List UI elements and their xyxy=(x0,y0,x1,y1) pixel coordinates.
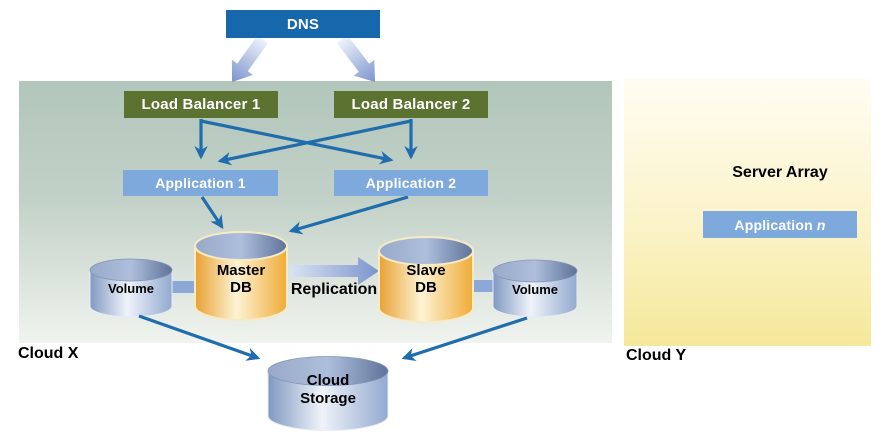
cloud-storage-line2: Storage xyxy=(300,390,356,407)
volume-left-label: Volume xyxy=(108,281,154,296)
cloud-storage-label: Cloud Storage xyxy=(268,372,388,408)
server-array-label: Server Array xyxy=(732,164,828,181)
master-db-line2: DB xyxy=(230,279,252,296)
slave-db-line2: DB xyxy=(415,279,437,296)
replication-label: Replication xyxy=(290,281,378,298)
volume-left-connector xyxy=(166,281,202,293)
replication-arrow xyxy=(290,257,379,285)
master-db-line1: Master xyxy=(216,262,266,279)
cloud-y-label: Cloud Y xyxy=(626,347,687,364)
master-db-cylinder xyxy=(194,231,288,321)
volume-right-label: Volume xyxy=(512,282,558,297)
application-n-box: Application n xyxy=(703,211,857,238)
application-n-label: Application xyxy=(734,216,813,233)
load-balancer-1-box: Load Balancer 1 xyxy=(124,91,278,118)
cloud-storage-cylinder xyxy=(267,356,389,431)
volume-right-to-storage-arrow xyxy=(401,316,528,362)
dns-to-lb2-arrow xyxy=(336,35,375,82)
volume-left-cylinder xyxy=(89,258,173,318)
load-balancer-2-label: Load Balancer 2 xyxy=(351,96,471,113)
load-balancer-1-label: Load Balancer 1 xyxy=(141,96,261,113)
application-n-suffix: n xyxy=(816,216,826,233)
slave-db-line1: Slave xyxy=(406,262,446,279)
application-1-label: Application 1 xyxy=(155,175,246,191)
application-1-box: Application 1 xyxy=(123,170,278,196)
application-2-box: Application 2 xyxy=(334,170,488,196)
dns-label: DNS xyxy=(286,15,320,33)
dns-box: DNS xyxy=(226,10,380,38)
cloud-storage-line1: Cloud xyxy=(306,372,350,389)
cloud-x-label: Cloud X xyxy=(18,345,79,362)
slave-db-cylinder xyxy=(378,236,474,323)
lb2-to-app1-arrow xyxy=(217,119,412,166)
dns-to-lb1-arrow xyxy=(231,35,269,82)
master-db-label: Master DB xyxy=(195,262,287,296)
app2-to-master-db-arrow xyxy=(288,195,409,235)
volume-right-cylinder xyxy=(492,259,578,318)
lb1-to-app2-arrow xyxy=(200,119,394,165)
load-balancer-2-box: Load Balancer 2 xyxy=(334,91,488,118)
volume-left-to-storage-arrow xyxy=(138,314,261,361)
slave-db-label: Slave DB xyxy=(379,262,473,296)
app1-to-master-db-arrow xyxy=(200,196,224,230)
application-2-label: Application 2 xyxy=(365,175,457,191)
